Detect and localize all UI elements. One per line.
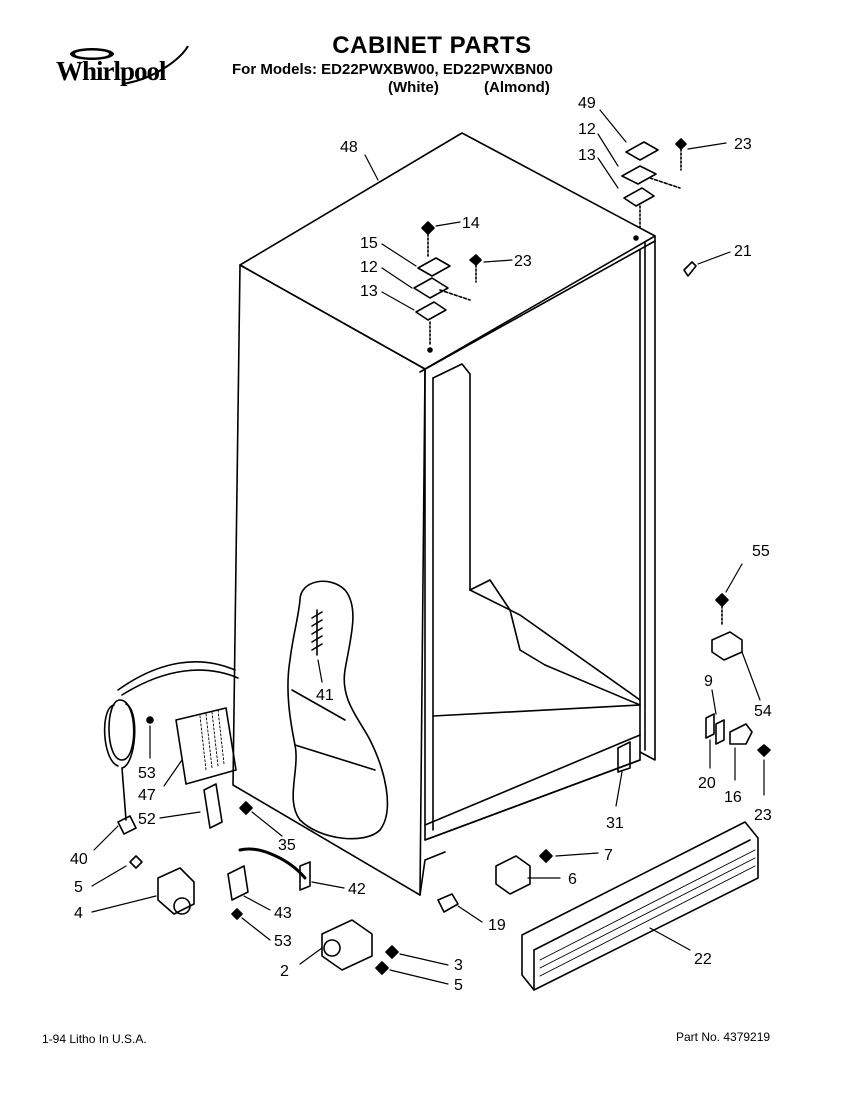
callout-41: 41 [316,687,334,704]
part-number: Part No. 4379219 [676,1030,771,1044]
callout-55: 55 [752,543,770,560]
callout-19: 19 [488,917,506,934]
callout-23c: 23 [754,807,772,824]
callout-2: 2 [280,963,289,980]
lower-right-parts [617,593,771,773]
callout-13: 13 [578,147,596,164]
callout-42: 42 [348,881,366,898]
callout-21: 21 [734,243,752,260]
callout-23: 23 [734,136,752,153]
callout-53: 53 [138,765,156,782]
models-subtitle: For Models: ED22PWXBW00, ED22PWXBN00 [232,61,553,78]
callout-52: 52 [138,811,156,828]
callout-12: 12 [578,121,596,138]
callout-23b: 23 [514,253,532,270]
callout-48: 48 [340,139,358,156]
upper-hinge-assembly-right [621,138,697,277]
callout-14: 14 [462,215,480,232]
callout-22: 22 [694,951,712,968]
callout-9: 9 [704,673,713,690]
callout-16: 16 [724,789,742,806]
cabinet-shell [232,132,656,896]
upper-hinge-assembly-center [413,221,482,353]
color-almond-label: (Almond) [484,79,550,96]
callout-31: 31 [606,815,624,832]
callout-54: 54 [754,703,772,720]
callout-labels: 48 49 12 13 23 14 15 12 23 13 21 41 55 5… [70,95,772,994]
callout-5b: 5 [454,977,463,994]
callout-43: 43 [274,905,292,922]
lower-left-parts [103,661,399,975]
callout-20: 20 [698,775,716,792]
lower-center-parts [437,849,553,913]
callout-53b: 53 [274,933,292,950]
callout-35: 35 [278,837,296,854]
color-white-label: (White) [388,79,439,96]
brand-logo-text: Whirlpool [56,56,167,86]
callout-4: 4 [74,905,83,922]
litho-note: 1-94 Litho In U.S.A. [42,1032,147,1046]
callout-15: 15 [360,235,378,252]
whirlpool-logo [70,45,189,85]
callout-5: 5 [74,879,83,896]
callout-47: 47 [138,787,156,804]
callout-6: 6 [568,871,577,888]
page-title: CABINET PARTS [332,32,532,59]
callout-13b: 13 [360,283,378,300]
callout-40: 40 [70,851,88,868]
callout-3: 3 [454,957,463,974]
callout-7: 7 [604,847,613,864]
leader-lines [91,109,765,985]
base-grille [521,821,759,991]
callout-49: 49 [578,95,596,112]
callout-12b: 12 [360,259,378,276]
